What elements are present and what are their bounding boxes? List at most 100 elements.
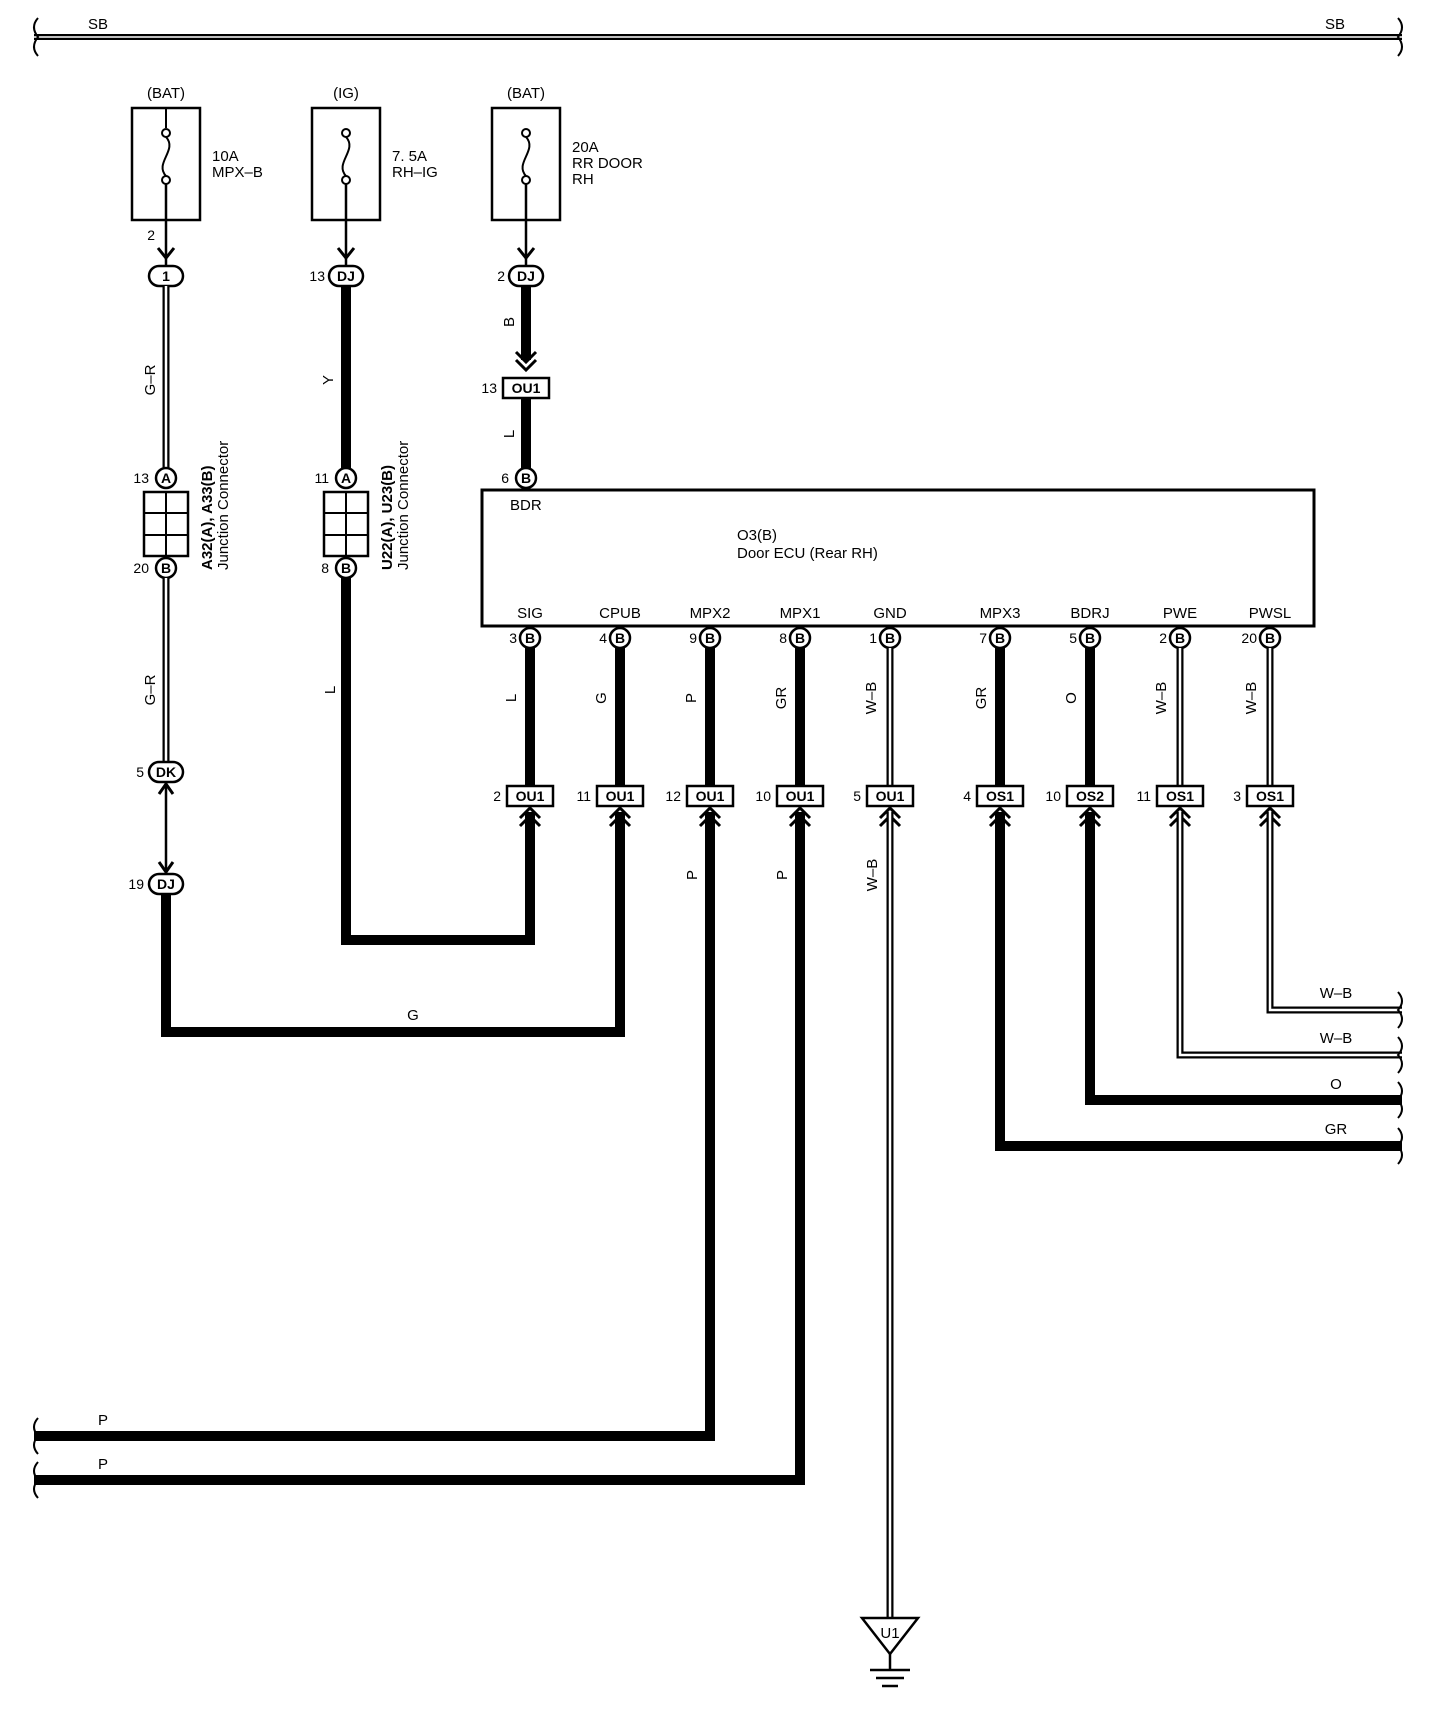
ground-u1: U1 (859, 1616, 921, 1688)
junction1-subtitle: Junction Connector (215, 441, 232, 570)
ecu-pin-number-0: 3 (509, 630, 517, 646)
connector-dk-pin: 5 (136, 764, 144, 780)
connector-dj-19: DJ (157, 876, 175, 892)
connector-ou1-13: OU1 (512, 380, 541, 396)
rr-door-circuit: DJ 2 B OU1 13 L B 6 (481, 184, 551, 490)
ecu-terminal-1: CPUB (599, 605, 641, 622)
mid-connector-3: OU1 (786, 788, 815, 804)
connector-1: 1 (162, 268, 170, 284)
mid-connector-2: OU1 (696, 788, 725, 804)
ecu-pin-number-1: 4 (599, 630, 607, 646)
mid-connector-7: OS1 (1166, 788, 1194, 804)
junction2-b-pin: 8 (321, 560, 329, 576)
ecu-pin-conn-6: B (1085, 630, 1095, 646)
ecu-pin-number-7: 2 (1159, 630, 1167, 646)
ecu-terminal-5: MPX3 (980, 605, 1021, 622)
junction2-a-pin: 11 (314, 470, 329, 486)
ecu-pin-number-4: 1 (869, 630, 877, 646)
wire-o-right: O (1330, 1076, 1342, 1093)
wire-gr-top: G–R (142, 364, 159, 395)
ecu-pin-number-8: 20 (1241, 630, 1257, 646)
lower-wiring: P P P P W–B GR O W–B W–B (33, 812, 1403, 1618)
fuse1-name: MPX–B (212, 164, 263, 181)
ecu-id: O3(B) (737, 527, 777, 544)
mid-connector-pin-1: 11 (576, 788, 591, 804)
mpx-b-circuit: 2 1 G–R A 13 A32(A), A33(B) Junction Con… (128, 184, 625, 1037)
wire-gr-bottom: G–R (142, 674, 159, 705)
ecu-pin-conn-4: B (885, 630, 895, 646)
ecu-wire-color-1: G (593, 692, 610, 704)
ecu-terminal-2: MPX2 (690, 605, 731, 622)
sb-bus: SB SB (33, 16, 1403, 57)
fuse-rr-door-rh: (BAT) 20A RR DOOR RH (490, 85, 643, 222)
ecu-terminal-3: MPX1 (780, 605, 821, 622)
mid-connector-pin-0: 2 (493, 788, 501, 804)
mid-connector-4: OU1 (876, 788, 905, 804)
ecu-wire-color-0: L (503, 694, 520, 702)
sb-right-label: SB (1325, 16, 1345, 33)
connector-dj-19-pin: 19 (128, 876, 144, 892)
connector-dj-2: DJ (517, 268, 535, 284)
fuse3-rating: 20A (572, 139, 599, 156)
connector-ou1-13-pin: 13 (481, 380, 497, 396)
ecu-pin-conn-7: B (1175, 630, 1185, 646)
bdr-pin: 6 (501, 470, 509, 486)
ecu-wire-color-5: GR (973, 687, 990, 710)
ecu-pin-conn-5: B (995, 630, 1005, 646)
mid-connector-chevron-1 (608, 805, 632, 828)
junction-a-pin-conn: A (161, 470, 171, 486)
connector-dj-13-pin: 13 (309, 268, 325, 284)
fuse3-supply: (BAT) (507, 85, 545, 102)
ecu-pin-conn-8: B (1265, 630, 1275, 646)
ecu-wire-color-4: W–B (863, 682, 880, 715)
mid-connector-0: OU1 (516, 788, 545, 804)
mid-connector-8: OS1 (1256, 788, 1284, 804)
connector-dj-13: DJ (337, 268, 355, 284)
ecu-columns: B3LOU12B4GOU111B9POU112B8GROU110B1W–BOU1… (493, 626, 1295, 828)
rh-ig-circuit: DJ 13 Y A 11 U22(A), U23(B) Junction Con… (309, 184, 535, 945)
ecu-pin-number-6: 5 (1069, 630, 1077, 646)
ground-label: U1 (880, 1625, 899, 1642)
mid-connector-pin-8: 3 (1233, 788, 1241, 804)
ecu-wire-color-2: P (683, 693, 700, 703)
ecu-bdr-label: BDR (510, 497, 542, 514)
fuse1-rating: 10A (212, 148, 239, 165)
junction1-title: A32(A), A33(B) (199, 466, 216, 570)
ecu-wire-color-6: O (1063, 692, 1080, 704)
mid-connector-pin-7: 11 (1136, 788, 1151, 804)
ecu-wire-color-8: W–B (1243, 682, 1260, 715)
fuse2-supply: (IG) (333, 85, 359, 102)
ecu-terminal-4: GND (873, 605, 907, 622)
bdr-conn: B (521, 470, 531, 486)
ecu-pin-number-5: 7 (979, 630, 987, 646)
wire-y: Y (320, 375, 337, 385)
fuse3-name2: RH (572, 171, 594, 188)
ecu-pin-conn-3: B (795, 630, 805, 646)
ecu-pin-number-3: 8 (779, 630, 787, 646)
mid-connector-pin-3: 10 (755, 788, 771, 804)
fuse-rh-ig: (IG) 7. 5A RH–IG (310, 85, 438, 222)
ecu-wire-color-7: W–B (1153, 682, 1170, 715)
wire-l-u: L (322, 686, 339, 694)
wire-p-left-1: P (98, 1412, 108, 1429)
wire-b: B (501, 317, 518, 327)
junction2-b-conn: B (341, 560, 351, 576)
junction-a-pin: 13 (133, 470, 149, 486)
wire-wb-right-2: W–B (1320, 1030, 1353, 1047)
connector-dj-2-pin: 2 (497, 268, 505, 284)
fuse1-pin: 2 (147, 227, 155, 243)
junction2-title: U22(A), U23(B) (379, 465, 396, 570)
fuse-mpx-b: (BAT) 10A MPX–B (130, 85, 263, 222)
ecu-pin-conn-1: B (615, 630, 625, 646)
ecu-terminal-8: PWSL (1249, 605, 1292, 622)
wire-p-left-2: P (98, 1456, 108, 1473)
fuse2-name: RH–IG (392, 164, 438, 181)
mid-connector-pin-6: 10 (1045, 788, 1061, 804)
ecu-wire-color-3: GR (773, 687, 790, 710)
mid-connector-pin-4: 5 (853, 788, 861, 804)
wire-g-bottom: G (407, 1007, 419, 1024)
wire-p-mpx1: P (774, 870, 791, 880)
